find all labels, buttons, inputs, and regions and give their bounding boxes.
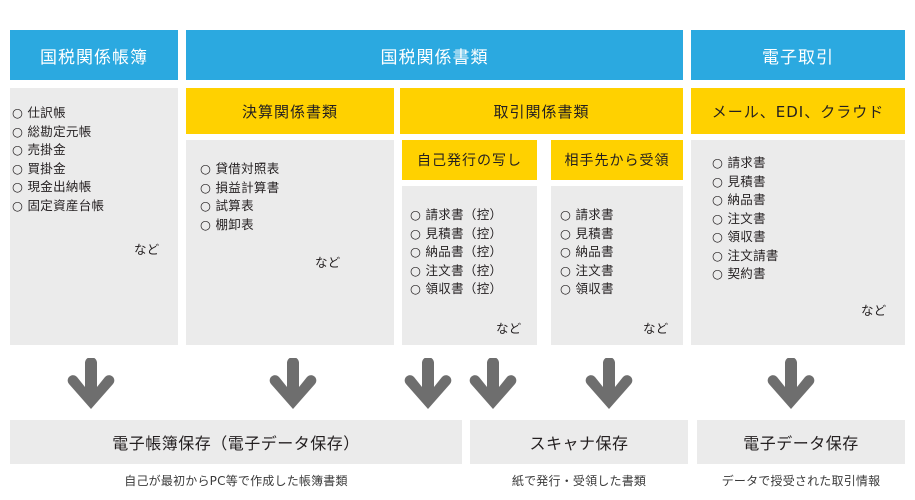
list-item: ○ 棚卸表 [200,216,254,232]
list-books: ○ 仕訳帳 ○ 総勘定元帳 ○ 売掛金 ○ 買掛金 ○ 現金出納帳 ○ 固定資産… [12,104,176,215]
list-e-transaction: ○ 請求書 ○ 見積書 ○ 納品書 ○ 注文書 ○ 領収書 ○ 注文請書 ○ 契… [712,154,905,284]
bullet-circle-icon: ○ [712,192,724,207]
bullet-circle-icon: ○ [560,281,572,296]
header-torihiki-kankei-shorui: 取引関係書類 [400,88,683,134]
panel-e-transaction [691,140,905,345]
list-item: ○ 領収書（控） [410,281,503,296]
list-item: ○ 見積書（控） [410,225,503,241]
list-settlement: ○ 貸借対照表 ○ 損益計算書 ○ 試算表 ○ 棚卸表 [200,160,394,234]
storage-box-scanner: スキャナ保存 [470,420,688,464]
list-self-issued: ○ 請求書（控） ○ 見積書（控） ○ 納品書（控） ○ 注文書（控） ○ 領収… [410,206,537,299]
list-item: ○ 貸借対照表 [200,161,280,176]
panel-settlement [186,140,394,345]
etc-label-self-issued: など [496,321,522,336]
arrow-down-icon [766,358,816,410]
bullet-circle-icon: ○ [712,266,724,281]
bullet-circle-icon: ○ [200,216,212,232]
bullet-circle-icon: ○ [200,198,212,213]
bullet-circle-icon: ○ [560,225,572,241]
list-item: ○ 買掛金 [12,160,66,176]
arrow-down-icon [66,358,116,410]
list-item: ○ 注文請書 [712,247,779,263]
list-item: ○ 現金出納帳 [12,179,92,194]
etc-label-books: など [134,242,160,257]
bullet-circle-icon: ○ [410,244,422,259]
list-item: ○ 注文書 [712,210,766,226]
list-item: ○ 仕訳帳 [12,105,66,120]
list-item: ○ 領収書 [712,229,766,244]
header-mail-edi-cloud: メール、EDI、クラウド [691,88,905,134]
bullet-circle-icon: ○ [12,160,24,176]
storage-box-e-book: 電子帳簿保存（電子データ保存） [10,420,462,464]
arrow-down-icon [403,358,453,410]
storage-caption-e-data: データで授受された取引情報 [721,474,881,488]
bullet-circle-icon: ○ [712,173,724,189]
bullet-circle-icon: ○ [12,197,24,213]
list-item: ○ 納品書 [712,192,766,207]
panel-books [10,88,178,345]
list-item: ○ 請求書 [712,155,766,170]
header-received-from-counterparty: 相手先から受領 [551,140,683,180]
bullet-circle-icon: ○ [560,207,572,222]
storage-caption-e-book: 自己が最初からPC等で作成した帳簿書類 [124,474,348,488]
bullet-circle-icon: ○ [410,262,422,278]
header-kessan-kankei-shorui: 決算関係書類 [186,88,394,134]
bullet-circle-icon: ○ [712,210,724,226]
list-item: ○ 納品書（控） [410,244,503,259]
bullet-circle-icon: ○ [12,105,24,120]
list-item: ○ 試算表 [200,198,254,213]
list-item: ○ 領収書 [560,281,614,296]
list-item: ○ 見積書 [712,173,766,189]
bullet-circle-icon: ○ [410,207,422,222]
etc-label-settlement: など [315,255,341,270]
bullet-circle-icon: ○ [560,244,572,259]
bullet-circle-icon: ○ [712,155,724,170]
list-item: ○ 総勘定元帳 [12,123,92,139]
header-kokuzei-kankei-chobo: 国税関係帳簿 [10,30,178,80]
bullet-circle-icon: ○ [410,281,422,296]
header-denshi-torihiki: 電子取引 [691,30,905,80]
list-item: ○ 見積書 [560,225,614,241]
bullet-circle-icon: ○ [12,179,24,194]
panel-received [551,186,683,345]
panel-self-issued [402,186,537,345]
storage-caption-scanner: 紙で発行・受領した書類 [511,474,647,488]
bullet-circle-icon: ○ [410,225,422,241]
list-item: ○ 契約書 [712,266,766,281]
etc-label-received: など [643,321,669,336]
list-item: ○ 注文書 [560,262,614,278]
bullet-circle-icon: ○ [200,179,212,195]
storage-box-e-data: 電子データ保存 [697,420,905,464]
list-item: ○ 注文書（控） [410,262,503,278]
arrow-down-icon [468,358,518,410]
list-item: ○ 損益計算書 [200,179,280,195]
bullet-circle-icon: ○ [200,161,212,176]
arrow-down-icon [584,358,634,410]
header-self-issued-copy: 自己発行の写し [402,140,537,180]
list-item: ○ 納品書 [560,244,614,259]
list-item: ○ 請求書 [560,207,614,222]
bullet-circle-icon: ○ [712,247,724,263]
list-item: ○ 請求書（控） [410,207,503,222]
header-kokuzei-kankei-shorui: 国税関係書類 [186,30,683,80]
bullet-circle-icon: ○ [12,142,24,157]
bullet-circle-icon: ○ [12,123,24,139]
list-item: ○ 売掛金 [12,142,66,157]
list-received: ○ 請求書 ○ 見積書 ○ 納品書 ○ 注文書 ○ 領収書 [560,206,683,299]
arrow-down-icon [268,358,318,410]
bullet-circle-icon: ○ [560,262,572,278]
etc-label-e-transaction: など [861,303,887,318]
list-item: ○ 固定資産台帳 [12,197,105,213]
bullet-circle-icon: ○ [712,229,724,244]
